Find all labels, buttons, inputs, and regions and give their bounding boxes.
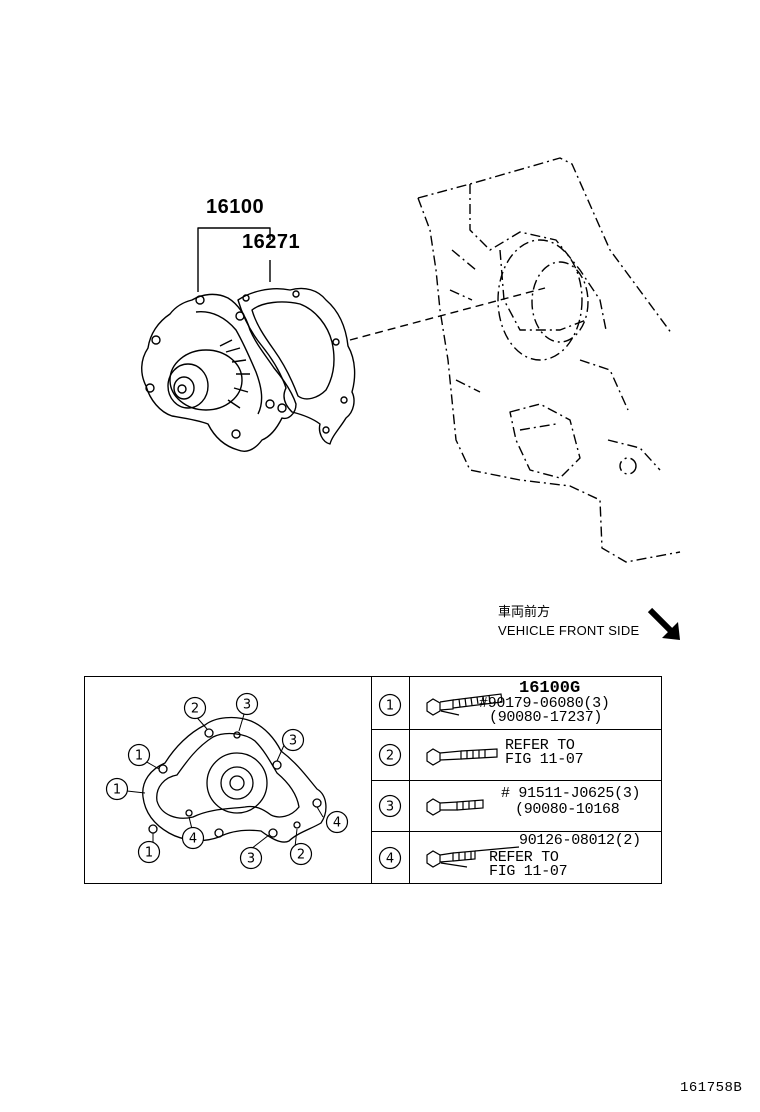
row-2-marker-label: 2 [386,749,394,764]
bolt-icon [426,748,498,766]
row-4-marker-label: 4 [386,852,394,867]
callout-16100: 16100 [206,196,265,218]
map-marker-4-b: 4 [181,826,205,850]
row-1-line-2: #90179-06080(3) [479,695,610,712]
map-marker-1-c: 1 [137,840,161,864]
row-4-line-3: FIG 11-07 [489,863,568,880]
row-3-marker-label: 3 [386,800,394,815]
row-3-marker: 3 [378,794,402,818]
map-marker-4-a: 4 [325,810,349,834]
row-2-line-2: FIG 11-07 [505,751,584,768]
map-marker-1-c-label: 1 [145,846,153,861]
row-2-marker: 2 [378,743,402,767]
water-pump-part [141,293,297,452]
row-1-marker: 1 [378,693,402,717]
map-marker-2-b-label: 2 [297,848,305,863]
row-2-line-1: REFER TO [505,737,575,754]
bolt-icon [426,693,503,716]
front-arrow-icon [647,607,680,640]
alignment-line [349,287,546,341]
bolt-icon [426,798,484,816]
map-marker-3-a: 3 [235,692,259,716]
vehicle-front-label: VEHICLE FRONT SIDE [498,623,640,638]
map-marker-2-b: 2 [289,842,313,866]
row-1-marker-label: 1 [386,699,394,714]
map-marker-1-a-label: 1 [135,749,143,764]
map-marker-3-c: 3 [239,846,263,870]
vehicle-front-label-jp: 車両前方 [498,605,551,620]
bolt-table: 2 3 3 1 1 4 4 1 3 2 1 16100G #90179-0608… [84,676,662,884]
map-marker-4-b-label: 4 [189,832,197,847]
row-1-line-1: 16100G [519,679,581,698]
gasket-part [237,287,356,445]
callout-leaders [197,227,271,292]
map-marker-1-b: 1 [105,777,129,801]
row-4-line-1: 90126-08012(2) [519,832,641,849]
map-marker-2-a-label: 2 [191,702,199,717]
map-marker-3-a-label: 3 [243,698,251,713]
bolt-location-map [126,710,327,850]
row-4-marker: 4 [378,846,402,870]
illustration-code: 161758B [680,1080,743,1096]
row-divider-1 [371,729,661,730]
map-marker-2-a: 2 [183,696,207,720]
row-1-line-3: (90080-17237) [489,709,603,726]
map-marker-3-c-label: 3 [247,852,255,867]
row-3-line-2: (90080-10168 [515,801,620,818]
map-marker-3-b-label: 3 [289,734,297,749]
row-4-line-2: REFER TO [489,849,559,866]
row-divider-2 [371,780,661,781]
map-marker-1-b-label: 1 [113,783,121,798]
callout-16271: 16271 [242,231,301,253]
map-marker-1-a: 1 [127,743,151,767]
engine-block-outline [417,157,681,563]
exploded-view-illustration [141,157,681,563]
row-divider-3 [371,831,661,832]
bolt-icon [426,846,520,868]
map-marker-4-a-label: 4 [333,816,341,831]
row-3-line-1: # 91511-J0625(3) [501,785,641,802]
map-marker-3-b: 3 [281,728,305,752]
